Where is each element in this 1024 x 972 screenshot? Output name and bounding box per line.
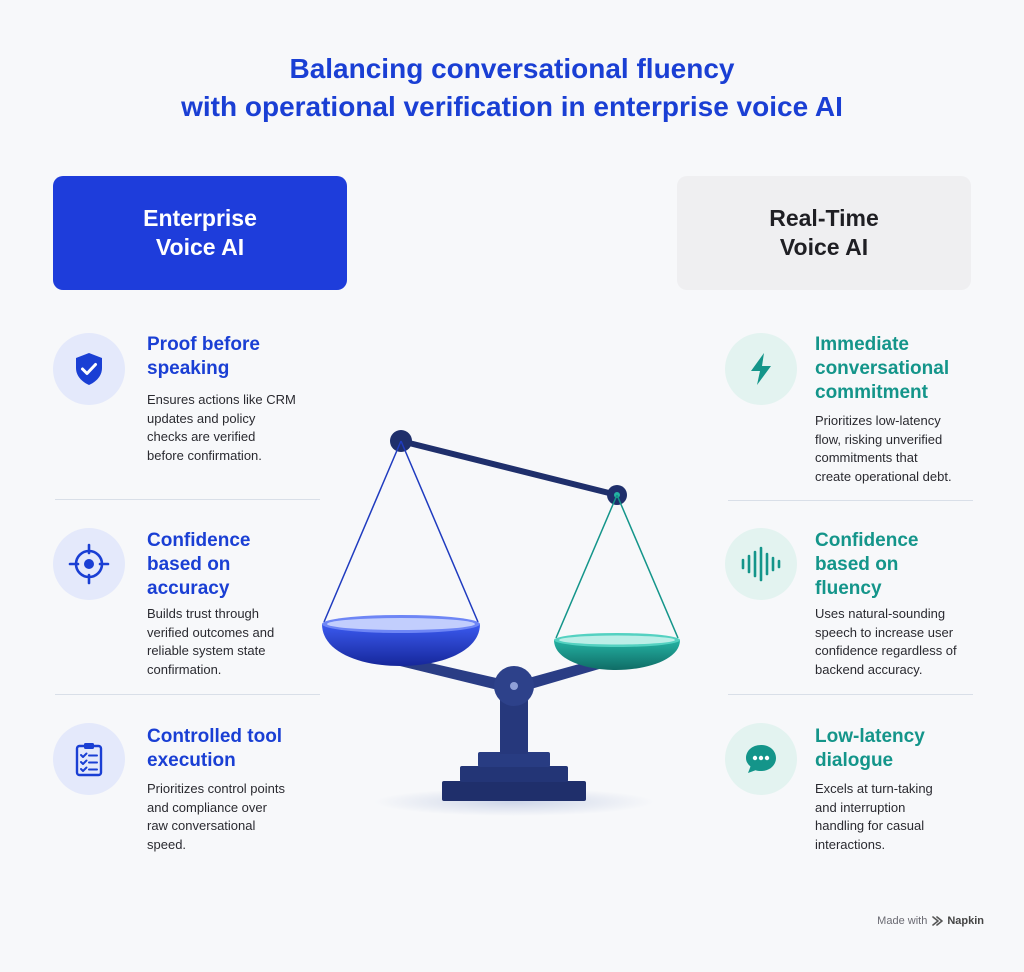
desc-line: confidence regardless of (815, 643, 957, 658)
left-item-2-title-line: Confidence (147, 530, 251, 551)
desc-line: Uses natural-sounding (815, 606, 946, 621)
left-divider-2 (55, 694, 320, 695)
scale-pivot-pin (510, 682, 518, 690)
balance-scale-illustration (322, 430, 680, 816)
desc-line: updates and policy (147, 410, 256, 426)
enterprise-header-line-1: Enterprise (143, 205, 257, 231)
right-pan-string (616, 494, 679, 639)
made-with-footer: Made with Napkin (877, 915, 984, 927)
right-item-3-title-line: dialogue (815, 750, 894, 771)
left-divider-1 (55, 499, 320, 500)
desc-line: interactions. (815, 836, 886, 852)
right-item-3-title-line: Low-latency (815, 726, 925, 747)
target-icon (53, 528, 125, 600)
desc-line: handling for casual (815, 818, 925, 833)
realtime-voice-ai-header: Real-Time Voice AI (677, 176, 971, 290)
right-item-3-title: Low-latency dialogue (815, 725, 925, 773)
desc-line: before confirmation. (147, 447, 262, 463)
right-item-2-title: Confidence based on fluency (815, 529, 918, 601)
right-item-2-title-line: Confidence (815, 530, 919, 551)
right-pan (554, 640, 680, 670)
scale-base-top (478, 752, 550, 767)
right-divider-1 (728, 500, 973, 501)
desc-line: speed. (147, 836, 187, 852)
desc-line: backend accuracy. (815, 661, 923, 677)
left-pan-string (400, 440, 479, 623)
left-item-3-title-line: Controlled tool (147, 726, 283, 747)
desc-line: flow, risking unverified (815, 431, 943, 447)
right-divider-2 (728, 694, 973, 695)
desc-line: Prioritizes low-latency (815, 413, 941, 428)
right-item-1-desc: Prioritizes low-latency flow, risking un… (815, 412, 952, 486)
desc-line: and interruption (815, 799, 906, 815)
desc-line: verified outcomes and (147, 624, 275, 640)
desc-line: reliable system state (147, 643, 266, 658)
right-pan-string (555, 494, 618, 639)
footer-brand: Napkin (947, 915, 984, 927)
right-item-3-desc: Excels at turn-taking and interruption h… (815, 780, 933, 854)
desc-line: checks are verified (147, 429, 256, 444)
right-item-2-title-line: fluency (815, 578, 882, 599)
desc-line: raw conversational (147, 818, 256, 833)
soundwave-icon (725, 528, 797, 600)
realtime-header-line-2: Voice AI (779, 234, 869, 260)
desc-line: Prioritizes control points (147, 781, 285, 796)
scale-beam (398, 438, 620, 498)
left-item-1-title-line: Proof before (147, 334, 260, 355)
chat-bubble-icon (725, 723, 797, 795)
desc-line: Ensures actions like CRM (147, 392, 296, 407)
left-pan-string (323, 440, 402, 623)
left-item-2-title-line: based on (147, 554, 231, 575)
right-item-1-title-line: commitment (815, 382, 928, 403)
enterprise-header-line-2: Voice AI (155, 234, 245, 260)
left-item-1-title-line: speaking (147, 358, 230, 379)
right-item-1-title-line: conversational (815, 358, 950, 379)
checklist-icon (53, 723, 125, 795)
right-item-2-desc: Uses natural-sounding speech to increase… (815, 605, 957, 679)
enterprise-voice-ai-header: Enterprise Voice AI (53, 176, 347, 290)
realtime-header-line-1: Real-Time (769, 205, 879, 231)
desc-line: speech to increase user (815, 624, 954, 640)
scale-base-mid (460, 766, 568, 782)
left-item-1-title: Proof before speaking (147, 333, 260, 381)
desc-line: confirmation. (147, 661, 222, 677)
left-item-2-title-line: accuracy (147, 578, 230, 599)
scale-base-bottom (442, 781, 586, 801)
desc-line: create operational debt. (815, 468, 952, 484)
left-item-3-title: Controlled tool execution (147, 725, 282, 773)
lightning-icon (725, 333, 797, 405)
left-item-2-desc: Builds trust through verified outcomes a… (147, 605, 274, 679)
shield-check-icon (53, 333, 125, 405)
desc-line: Excels at turn-taking (815, 781, 933, 796)
left-pan (322, 624, 480, 666)
right-item-2-title-line: based on (815, 554, 899, 575)
desc-line: commitments that (815, 450, 918, 465)
left-item-2-title: Confidence based on accuracy (147, 529, 250, 601)
footer-prefix: Made with (877, 915, 928, 927)
title-line-2: with operational verification in enterpr… (181, 91, 843, 122)
left-item-3-desc: Prioritizes control points and complianc… (147, 780, 285, 854)
page-title: Balancing conversational fluency with op… (0, 50, 1024, 126)
napkin-logo-icon (932, 916, 944, 926)
desc-line: Builds trust through (147, 606, 260, 621)
right-item-1-title-line: Immediate (815, 334, 909, 355)
left-item-1-desc: Ensures actions like CRM updates and pol… (147, 391, 296, 465)
right-item-1-title: Immediate conversational commitment (815, 333, 949, 405)
desc-line: and compliance over (147, 799, 267, 815)
left-item-3-title-line: execution (147, 750, 236, 771)
title-line-1: Balancing conversational fluency (289, 53, 735, 84)
